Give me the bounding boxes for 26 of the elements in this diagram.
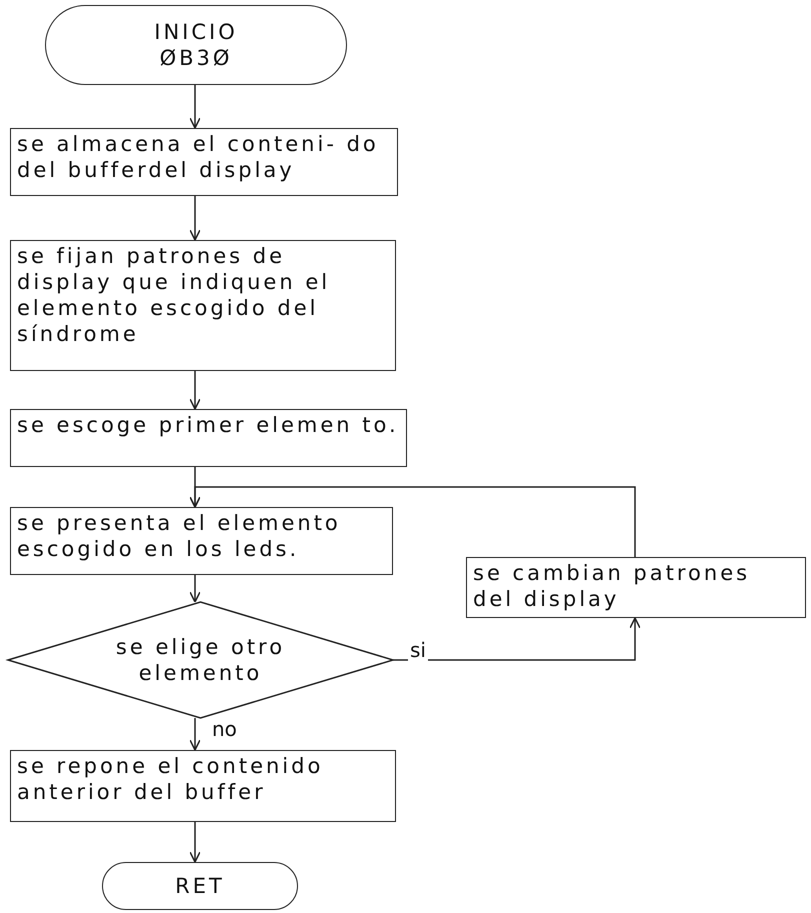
node-text: se almacena el conteni- do del bufferdel display bbox=[17, 132, 379, 182]
start-terminal bbox=[45, 5, 347, 85]
node-text: se presenta el elemento escogido en los leds. bbox=[17, 511, 341, 561]
arrow bbox=[189, 575, 201, 603]
arrow bbox=[189, 486, 636, 557]
arrow bbox=[393, 617, 641, 661]
process-box bbox=[10, 507, 393, 575]
node-text: se cambian patrones del display bbox=[473, 561, 750, 611]
arrow bbox=[189, 85, 201, 129]
process-box bbox=[10, 128, 398, 196]
arrow bbox=[189, 822, 201, 863]
process-box bbox=[10, 409, 407, 467]
node-text: se repone el contenido anterior del buffer bbox=[17, 754, 324, 804]
process-box bbox=[10, 240, 396, 371]
arrow bbox=[189, 371, 201, 410]
node-text: RET bbox=[175, 873, 225, 899]
process-box bbox=[466, 557, 806, 618]
process-box bbox=[10, 750, 396, 822]
node-text: se escoge primer elemen to. bbox=[17, 413, 399, 437]
node-text: INICIO ØB3Ø bbox=[153, 19, 239, 71]
node-text: se elige otro elemento bbox=[114, 634, 286, 686]
arrow bbox=[189, 196, 201, 241]
end-terminal bbox=[102, 862, 298, 910]
node-text: se fijan patrones de display que indiquen el elemento escogido del síndrome bbox=[17, 244, 330, 346]
decision-diamond bbox=[8, 602, 393, 718]
arrow bbox=[189, 718, 201, 751]
